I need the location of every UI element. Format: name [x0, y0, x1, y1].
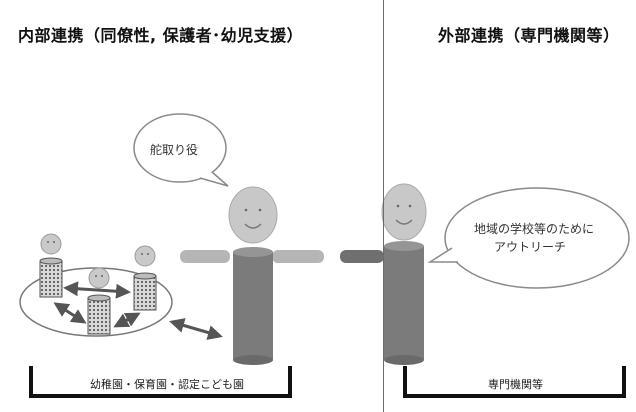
speech-bubble-right-text-line2: アウトリーチ [494, 240, 567, 254]
right-bracket-label: 専門機関等 [488, 378, 543, 391]
central-person-figure [180, 186, 324, 365]
section-divider [383, 0, 384, 412]
speech-bubble-right-text-line1: 地域の学校等のために [474, 222, 595, 236]
group-arrows [53, 281, 223, 340]
small-person-figure-2 [133, 245, 157, 311]
external-person-figure [340, 183, 427, 365]
speech-bubble-left-text: 舵取り役 [150, 143, 199, 157]
left-bracket [29, 366, 292, 398]
internal-collaboration-title: 内部連携（同僚性, 保護者･幼児支援） [18, 26, 304, 45]
external-collaboration-title: 外部連携（専門機関等） [438, 26, 620, 45]
small-person-figure-3 [87, 267, 111, 335]
small-person-figure-1 [39, 233, 63, 298]
speech-bubble-left [133, 113, 229, 187]
right-bracket [403, 366, 626, 398]
speech-bubble-right [427, 187, 630, 289]
left-bracket-label: 幼稚園・保育園・認定こども園 [90, 378, 244, 391]
